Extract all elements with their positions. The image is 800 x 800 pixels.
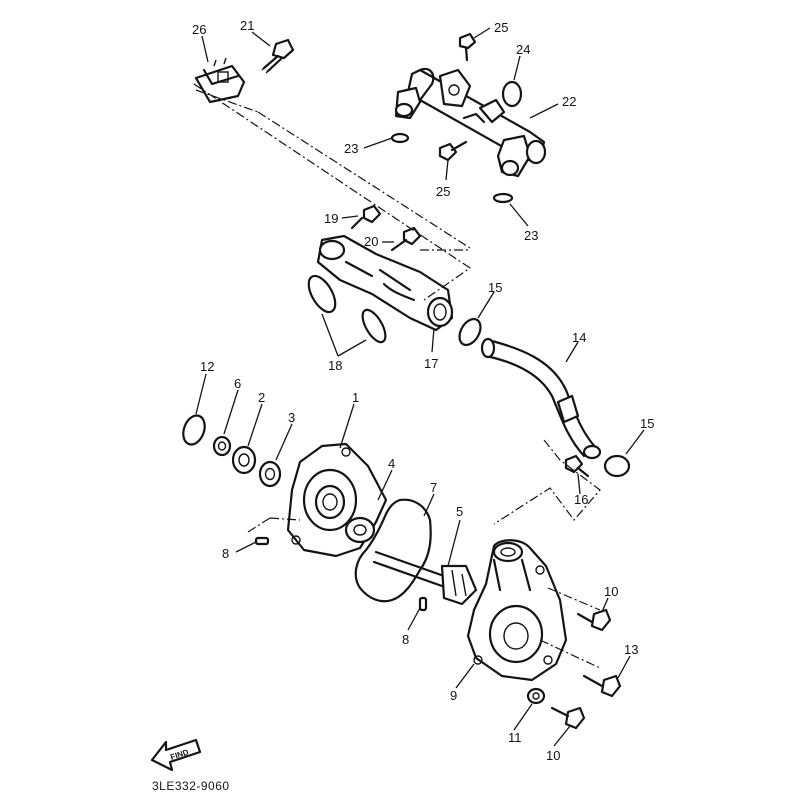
part-8-dowel-a [254,536,270,546]
part-1-pump-cover [286,442,388,558]
label-23-a: 23 [344,141,358,156]
leader-lines [195,27,645,747]
part-10-bolt-upper [576,608,612,632]
label-4: 4 [388,456,395,471]
label-13: 13 [624,642,638,657]
part-18-o-ring-b [361,308,387,344]
label-26: 26 [192,22,206,37]
label-23-b: 23 [524,228,538,243]
label-15-a: 15 [488,280,502,295]
label-17: 17 [424,356,438,371]
label-25-lower: 25 [436,184,450,199]
assembly-lines [193,83,601,669]
catalog-code: 3LE332-9060 [152,779,230,793]
label-6: 6 [234,376,241,391]
label-1: 1 [352,390,359,405]
part-25-bolt-top [458,32,477,62]
label-9: 9 [450,688,457,703]
label-8-a: 8 [222,546,229,561]
label-2: 2 [258,390,265,405]
part-15-o-ring-a [458,317,482,347]
part-13-bolt [582,674,622,698]
part-5-shaft [372,550,478,606]
part-6-seal [212,435,232,457]
label-20: 20 [364,234,378,249]
part-11-washer [526,687,546,705]
label-21: 21 [240,18,254,33]
label-3: 3 [288,410,295,425]
find-arrow-icon: FIND [150,738,202,772]
label-12: 12 [200,359,214,374]
label-5: 5 [456,504,463,519]
label-10-upper: 10 [604,584,618,599]
part-19-bolt [350,204,382,230]
label-14: 14 [572,330,586,345]
part-9-pump-housing [466,539,568,682]
part-26-clamp [194,57,246,104]
part-24-o-ring [501,80,523,108]
part-22-water-pipe [394,67,547,178]
label-24: 24 [516,42,530,57]
label-8-b: 8 [402,632,409,647]
label-11: 11 [508,730,522,745]
part-7-gasket [354,498,432,603]
part-20-bolt [390,226,422,252]
part-3-seal [258,460,282,488]
part-2-bearing [231,445,257,475]
label-7: 7 [430,480,437,495]
part-8-dowel-b [418,596,428,612]
part-17-housing [316,234,454,332]
part-4-impeller [344,516,376,544]
part-23-o-ring-b [492,192,514,204]
label-16: 16 [574,492,588,507]
label-10-lower: 10 [546,748,560,763]
part-10-bolt-lower [550,706,586,730]
part-21-bolt [261,38,295,74]
part-12-o-ring [182,414,206,446]
label-15-b: 15 [640,416,654,431]
label-18: 18 [328,358,342,373]
part-labels: 26 21 25 24 22 23 25 23 19 20 15 14 18 1… [192,18,654,763]
label-22: 22 [562,94,576,109]
part-23-o-ring-a [390,132,410,144]
part-18-o-ring-a [307,274,337,314]
label-25-top: 25 [494,20,508,35]
part-14-pipe [480,337,602,460]
part-15-o-ring-b [603,454,631,478]
part-25-bolt-lower [438,140,468,162]
label-19: 19 [324,211,338,226]
